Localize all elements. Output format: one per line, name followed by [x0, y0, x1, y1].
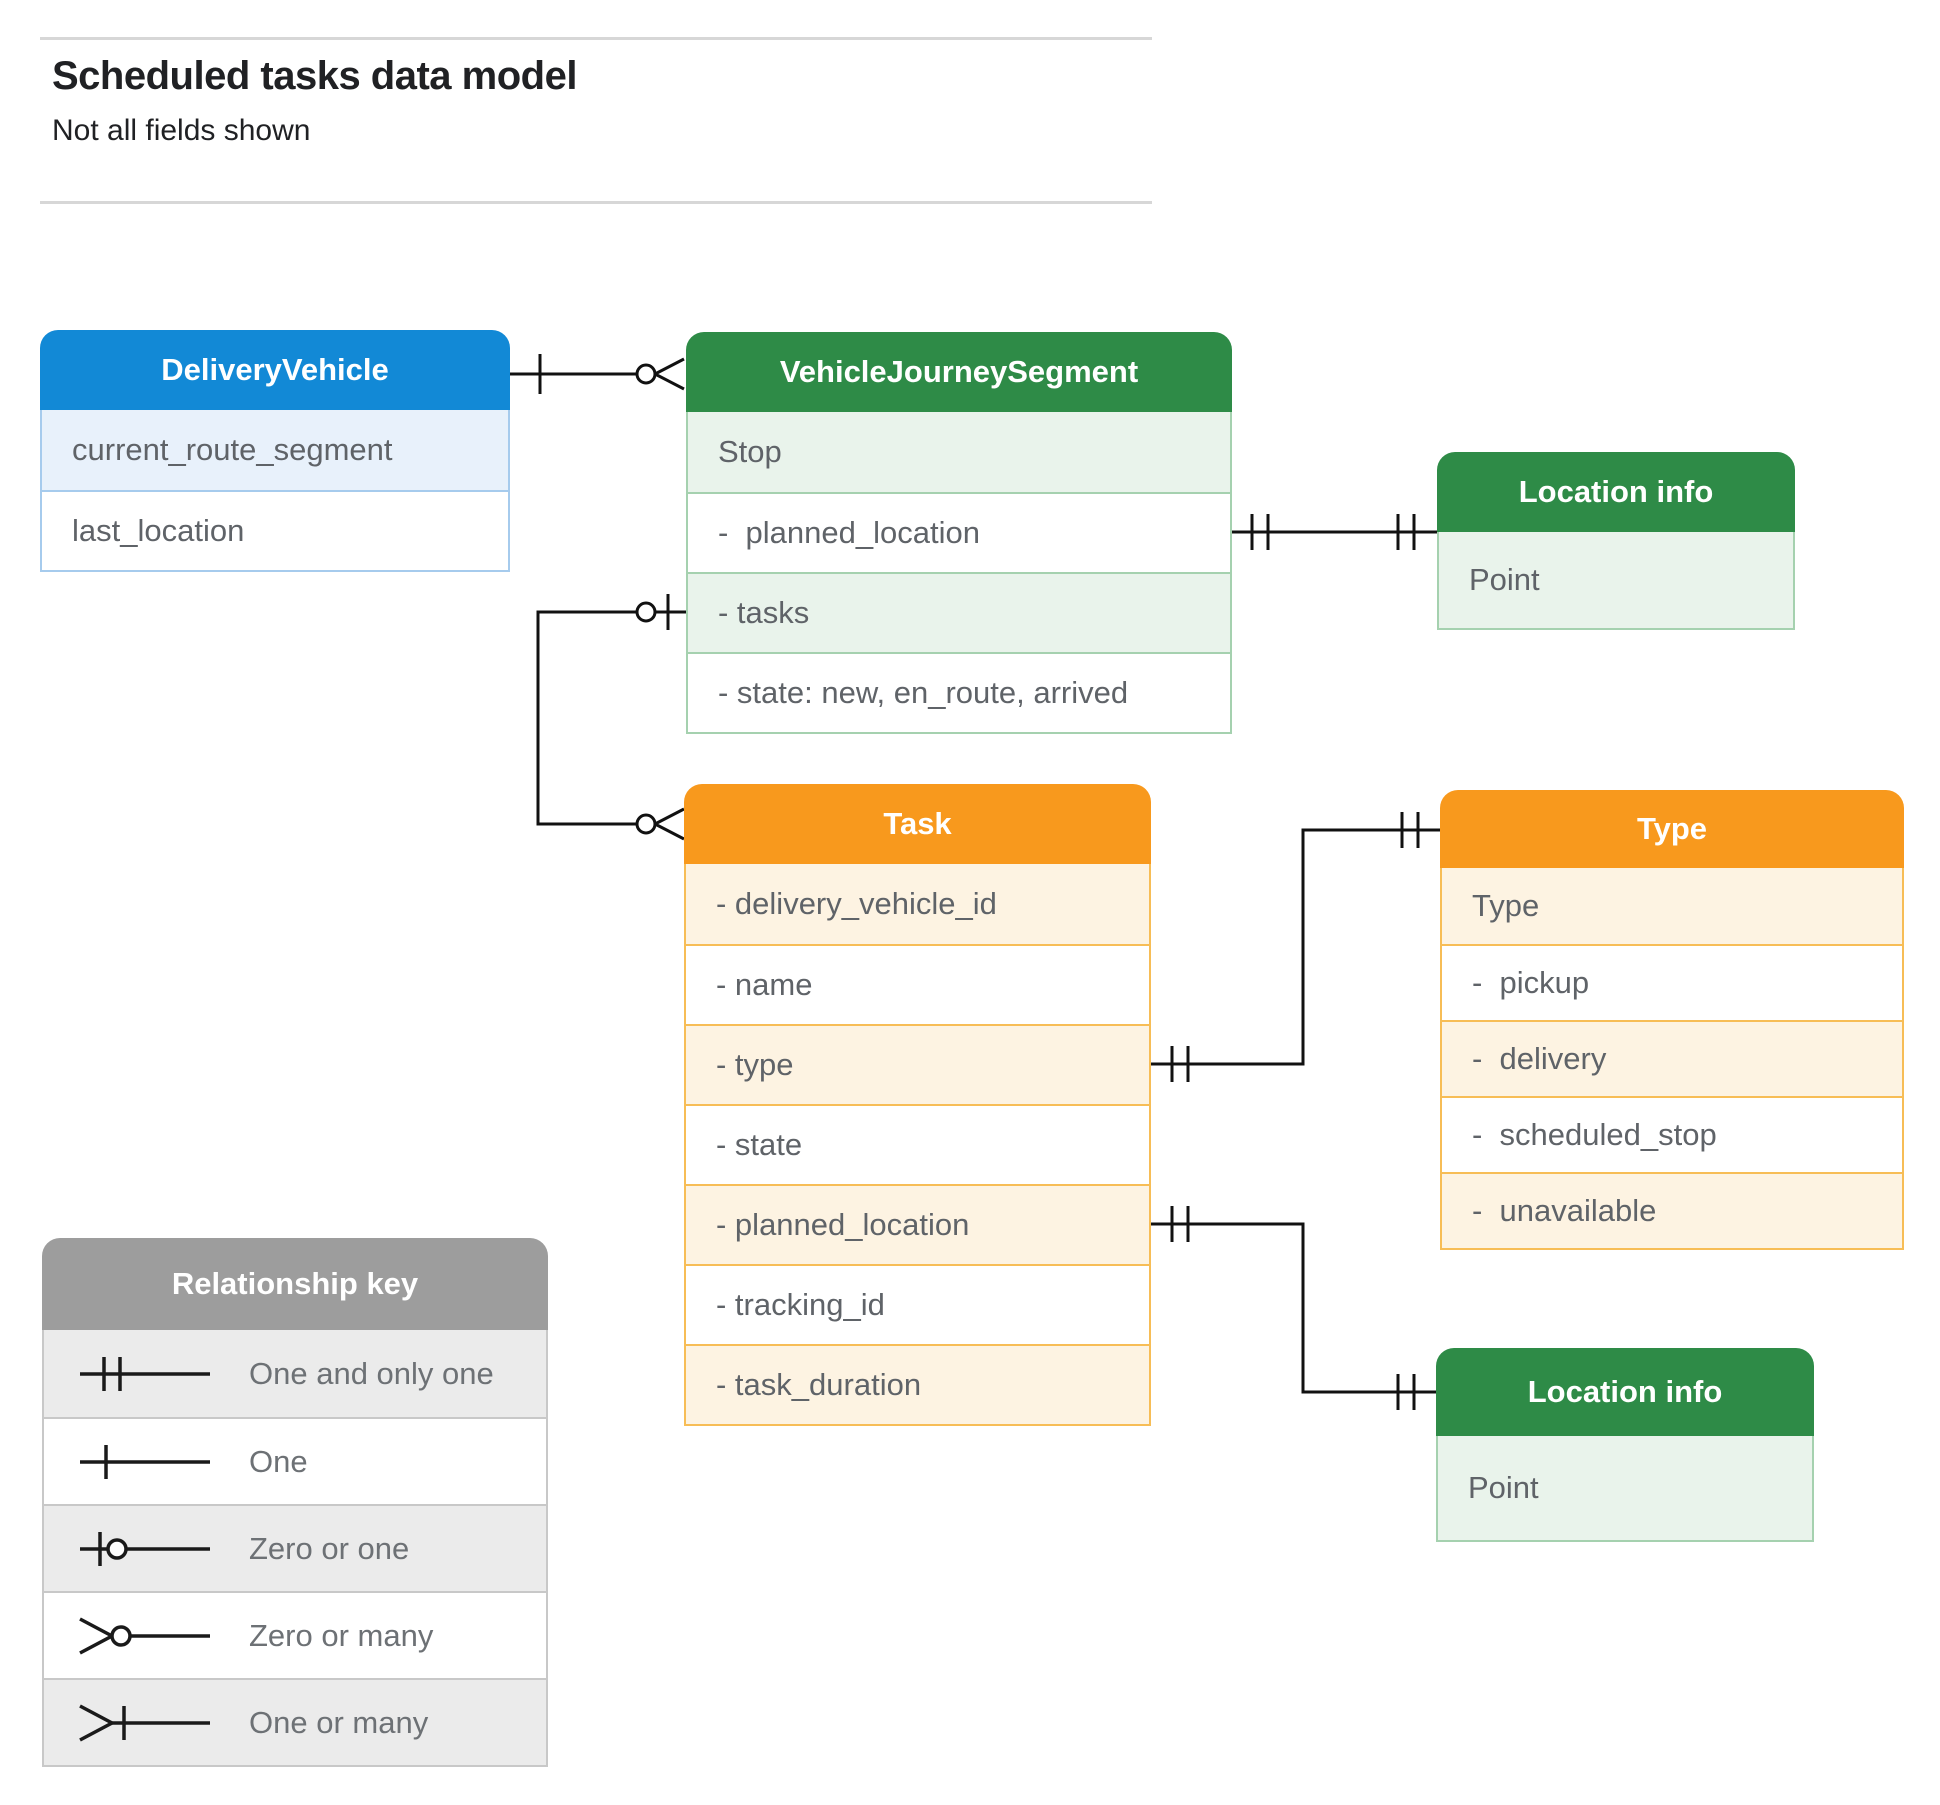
field-tracking-id: - tracking_id: [686, 1264, 1149, 1344]
entity-title: VehicleJourneySegment: [779, 354, 1139, 389]
relationship-key: Relationship key One and only one One Ze…: [42, 1238, 548, 1767]
connector-tasks-to-task: [536, 594, 686, 841]
entity-vehicle-journey-segment-header: VehicleJourneySegment: [686, 332, 1232, 412]
entity-delivery-vehicle-header: DeliveryVehicle: [40, 330, 510, 410]
page-title: Scheduled tasks data model: [52, 54, 577, 98]
entity-vehicle-journey-segment: VehicleJourneySegment Stop - planned_loc…: [686, 332, 1232, 734]
entity-task: Task - delivery_vehicle_id - name - type…: [684, 784, 1151, 1426]
connector-type-to-type-entity: [1151, 812, 1440, 1082]
field-state: - state: new, en_route, arrived: [688, 652, 1230, 732]
field-planned-location: - planned_location: [686, 1184, 1149, 1264]
field-delivery-vehicle-id: - delivery_vehicle_id: [686, 864, 1149, 944]
one-or-many-icon: [79, 1703, 210, 1742]
one-icon: [80, 1444, 210, 1479]
connector-plannedlocation-to-locationinfo-top: [1232, 514, 1437, 550]
legend-item-one: One: [44, 1417, 546, 1504]
entity-task-header: Task: [684, 784, 1151, 864]
field-tasks: - tasks: [688, 572, 1230, 652]
header-divider: [40, 201, 1152, 204]
entity-type-header: Type: [1440, 790, 1904, 868]
field-task-duration: - task_duration: [686, 1344, 1149, 1424]
zero-or-one-icon: [80, 1531, 210, 1566]
field-delivery: - delivery: [1442, 1020, 1902, 1096]
legend-label: Zero or one: [249, 1530, 410, 1566]
entity-location-info-top: Location info Point: [1437, 452, 1795, 630]
entity-location-info-bottom: Location info Point: [1436, 1348, 1814, 1542]
zero-or-many-icon: [79, 1616, 210, 1655]
legend-item-zero-or-one: Zero or one: [44, 1504, 546, 1591]
field-name: - name: [686, 944, 1149, 1024]
one-and-only-one-icon: [80, 1356, 210, 1391]
field-unavailable: - unavailable: [1442, 1172, 1902, 1248]
field-stop: Stop: [688, 412, 1230, 492]
entity-title: Type: [1636, 811, 1708, 846]
field-state: - state: [686, 1104, 1149, 1184]
legend-label: One and only one: [249, 1355, 494, 1391]
entity-title: Task: [883, 806, 952, 841]
legend-item-zero-or-many: Zero or many: [44, 1591, 546, 1678]
legend-item-one-and-only-one: One and only one: [44, 1330, 546, 1417]
entity-title: Location info: [1518, 474, 1714, 509]
field-scheduled-stop: - scheduled_stop: [1442, 1096, 1902, 1172]
top-divider: [40, 37, 1152, 40]
entity-title: Location info: [1527, 1374, 1723, 1409]
entity-location-info-top-header: Location info: [1437, 452, 1795, 532]
connector-plannedlocation-to-locationinfo-bottom: [1151, 1206, 1436, 1410]
field-point: Point: [1439, 532, 1793, 628]
relationship-key-header: Relationship key: [42, 1238, 548, 1330]
field-type-label: Type: [1442, 868, 1902, 944]
field-point: Point: [1438, 1436, 1812, 1540]
relationship-key-title: Relationship key: [171, 1266, 419, 1301]
field-type: - type: [686, 1024, 1149, 1104]
legend-label: One: [249, 1443, 308, 1479]
legend-label: One or many: [249, 1704, 429, 1740]
legend-item-one-or-many: One or many: [44, 1678, 546, 1765]
field-pickup: - pickup: [1442, 944, 1902, 1020]
connector-deliveryvehicle-to-vehiclejourneysegment: [510, 354, 685, 394]
entity-location-info-bottom-header: Location info: [1436, 1348, 1814, 1436]
legend-label: Zero or many: [249, 1617, 434, 1653]
page-subtitle: Not all fields shown: [52, 114, 311, 147]
field-last-location: last_location: [42, 490, 508, 570]
entity-delivery-vehicle: DeliveryVehicle current_route_segment la…: [40, 330, 510, 572]
field-current-route-segment: current_route_segment: [42, 410, 508, 490]
entity-title: DeliveryVehicle: [161, 352, 389, 387]
entity-type: Type Type - pickup - delivery - schedule…: [1440, 790, 1904, 1250]
field-planned-location: - planned_location: [688, 492, 1230, 572]
